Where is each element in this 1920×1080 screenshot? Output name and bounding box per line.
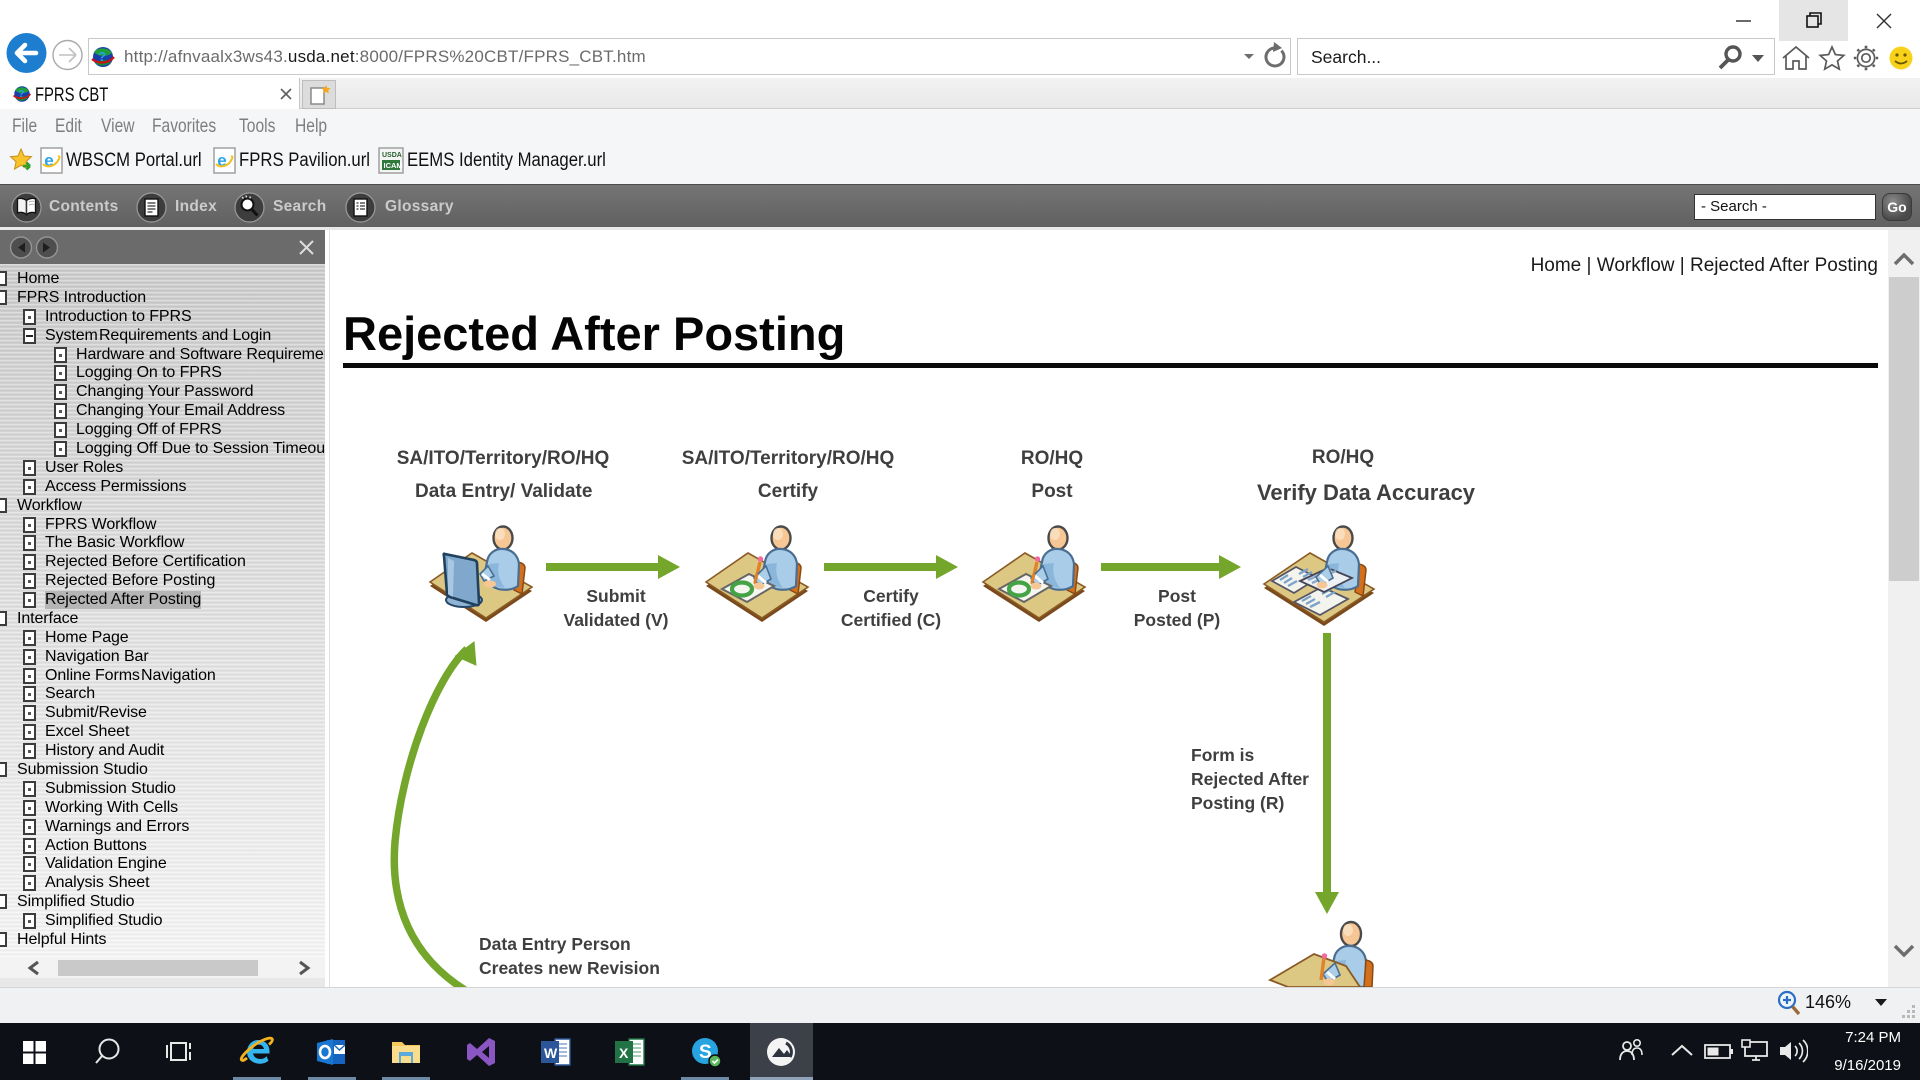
svg-text:USDA: USDA bbox=[382, 152, 402, 159]
svg-text:e: e bbox=[44, 151, 53, 170]
svg-text:ICAM: ICAM bbox=[384, 161, 403, 170]
svg-text:e: e bbox=[217, 151, 226, 170]
svg-text:X: X bbox=[619, 1045, 629, 1061]
svg-text:?: ? bbox=[18, 89, 24, 100]
svg-text:W: W bbox=[544, 1045, 558, 1061]
svg-text:S: S bbox=[699, 1042, 712, 1063]
svg-text:?: ? bbox=[98, 49, 106, 64]
